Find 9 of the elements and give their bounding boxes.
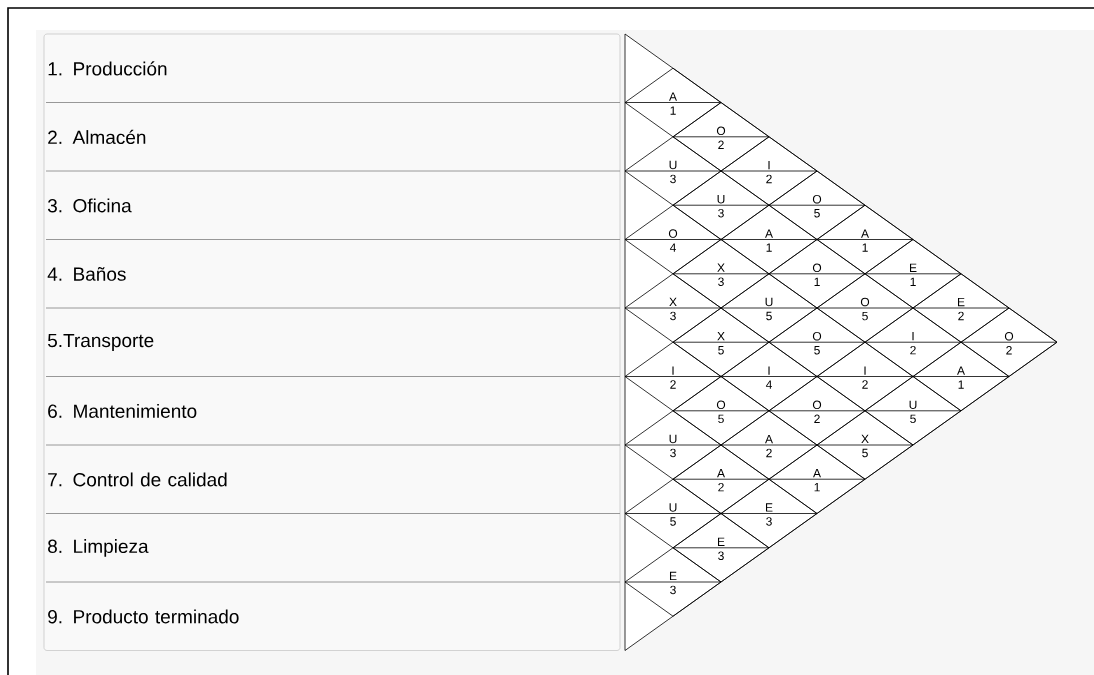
department-row: 7. Control de calidad: [45, 472, 621, 514]
department-row: 3. Oficina: [45, 198, 621, 240]
department-row: 9. Producto terminado: [48, 609, 239, 624]
department-row: 5.Transporte: [45, 333, 621, 377]
department-row: 1. Producción: [45, 61, 621, 103]
department-row: 6. Mantenimiento: [45, 404, 621, 446]
department-row: 4. Baños: [45, 267, 621, 309]
department-row: 2. Almacén: [45, 129, 621, 172]
department-row: 8. Limpieza: [45, 539, 621, 583]
